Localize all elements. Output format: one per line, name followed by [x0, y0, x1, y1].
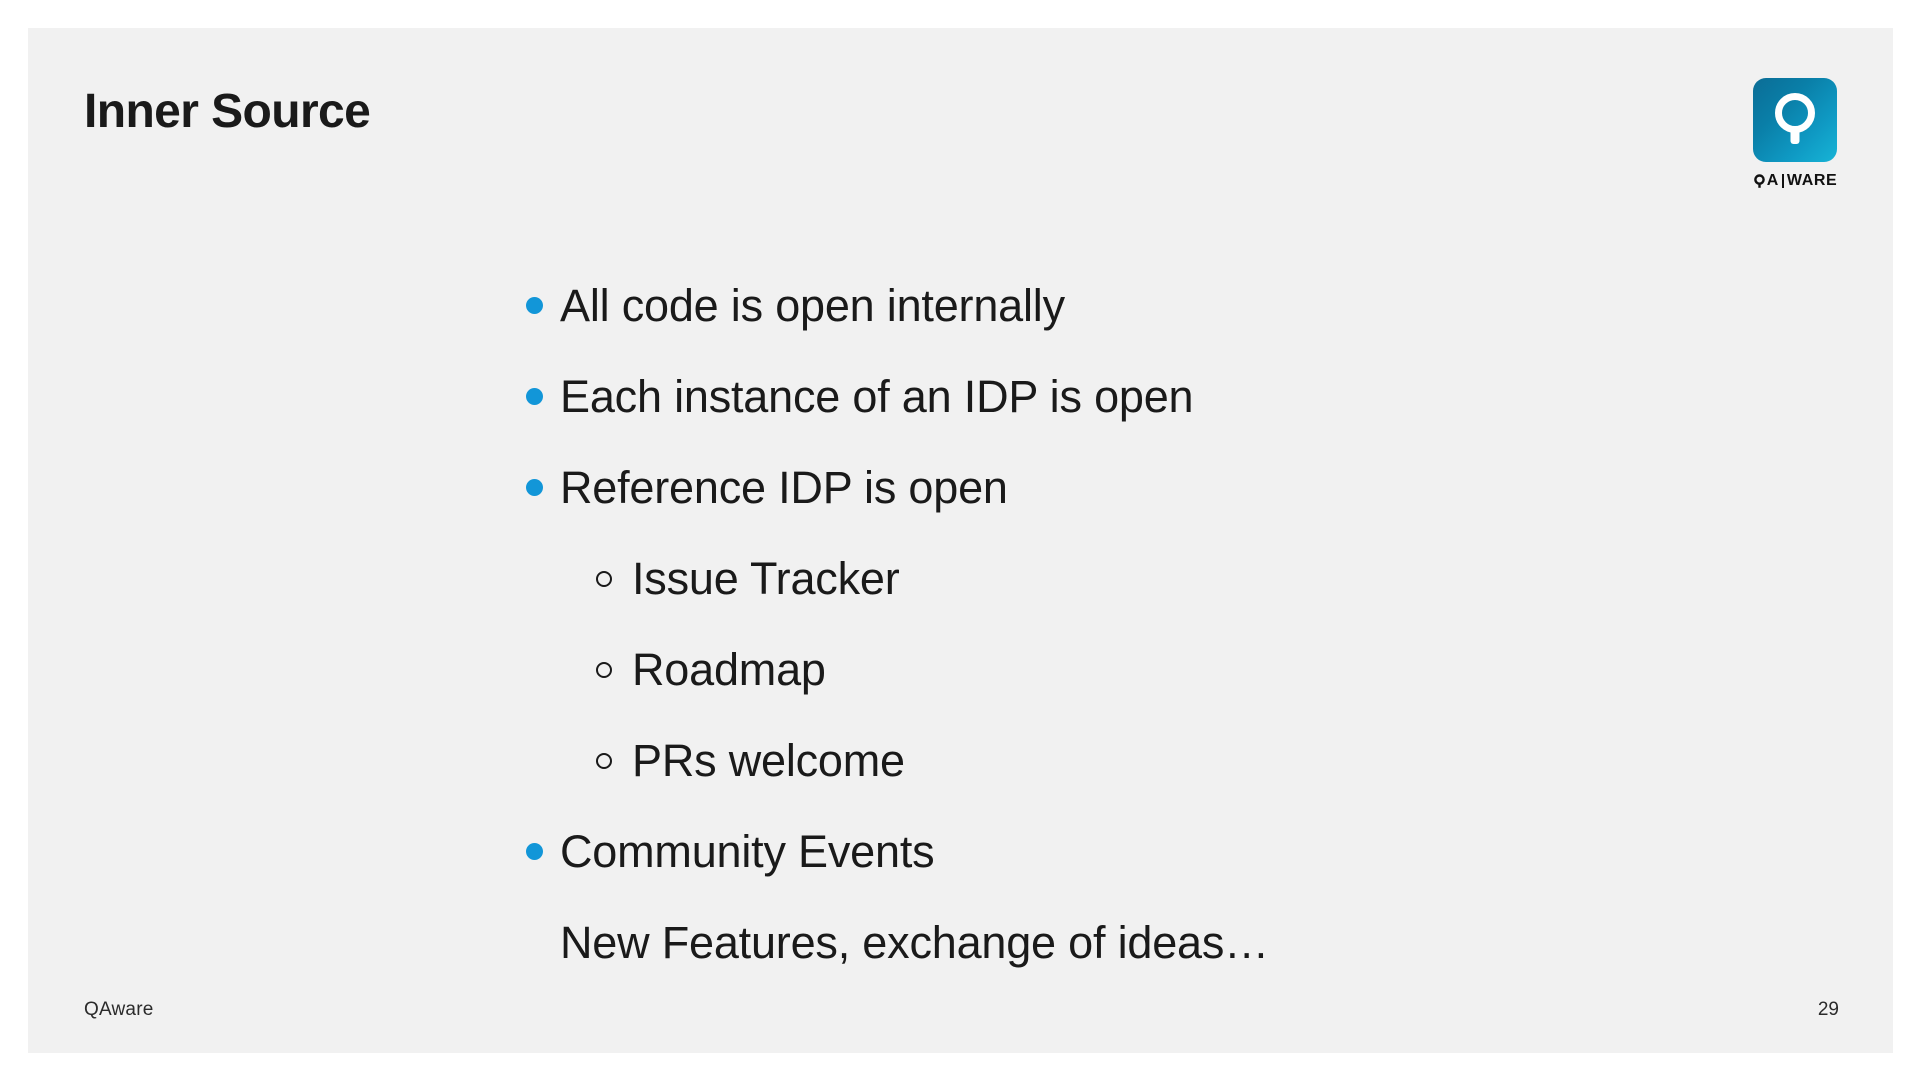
- sub-list-item-label: PRs welcome: [632, 735, 905, 786]
- bullet-marker: [498, 843, 560, 860]
- bullet-list: All code is open internally Each instanc…: [498, 260, 1748, 988]
- bullet-marker: [498, 388, 560, 405]
- wordmark-q-icon: [1753, 173, 1766, 189]
- sub-list-item: PRs welcome: [498, 715, 1748, 806]
- sub-list-item-label: Roadmap: [632, 644, 826, 695]
- page-title: Inner Source: [84, 85, 371, 138]
- brand-logo: A WARE: [1747, 78, 1843, 189]
- slide-canvas: Inner Source A WARE: [28, 28, 1893, 1053]
- list-item-label: Reference IDP is open: [560, 462, 1008, 513]
- qaware-magnifier-logo-icon: [1753, 78, 1837, 162]
- bullet-marker: [570, 752, 632, 769]
- list-item-label: Community Events: [560, 826, 935, 877]
- bullet-marker: [498, 297, 560, 314]
- list-item: Reference IDP is open: [498, 442, 1748, 533]
- bullet-marker: [498, 479, 560, 496]
- list-item: All code is open internally: [498, 260, 1748, 351]
- sub-list-item-label: Issue Tracker: [632, 553, 900, 604]
- list-item-label: All code is open internally: [560, 280, 1065, 331]
- list-item: Community Events: [498, 806, 1748, 897]
- wordmark-suffix: WARE: [1786, 172, 1838, 189]
- sub-list-item: Roadmap: [498, 624, 1748, 715]
- filled-bullet-icon: [526, 843, 543, 860]
- list-item-continuation-label: New Features, exchange of ideas…: [560, 917, 1269, 968]
- bullet-marker: [570, 570, 632, 587]
- wordmark-prefix: A: [1766, 172, 1779, 189]
- list-item-label: Each instance of an IDP is open: [560, 371, 1194, 422]
- wordmark-divider: [1781, 174, 1784, 188]
- sub-list-item: Issue Tracker: [498, 533, 1748, 624]
- bullet-marker: [570, 661, 632, 678]
- filled-bullet-icon: [526, 388, 543, 405]
- hollow-bullet-icon: [596, 570, 612, 587]
- slide-page-number: 29: [1817, 999, 1839, 1020]
- filled-bullet-icon: [526, 479, 543, 496]
- footer-company: QAware: [84, 999, 154, 1020]
- brand-wordmark: A WARE: [1753, 173, 1838, 189]
- hollow-bullet-icon: [596, 661, 612, 678]
- list-item: Each instance of an IDP is open: [498, 351, 1748, 442]
- filled-bullet-icon: [526, 297, 543, 314]
- hollow-bullet-icon: [596, 752, 612, 769]
- list-item-continuation: New Features, exchange of ideas…: [498, 897, 1748, 988]
